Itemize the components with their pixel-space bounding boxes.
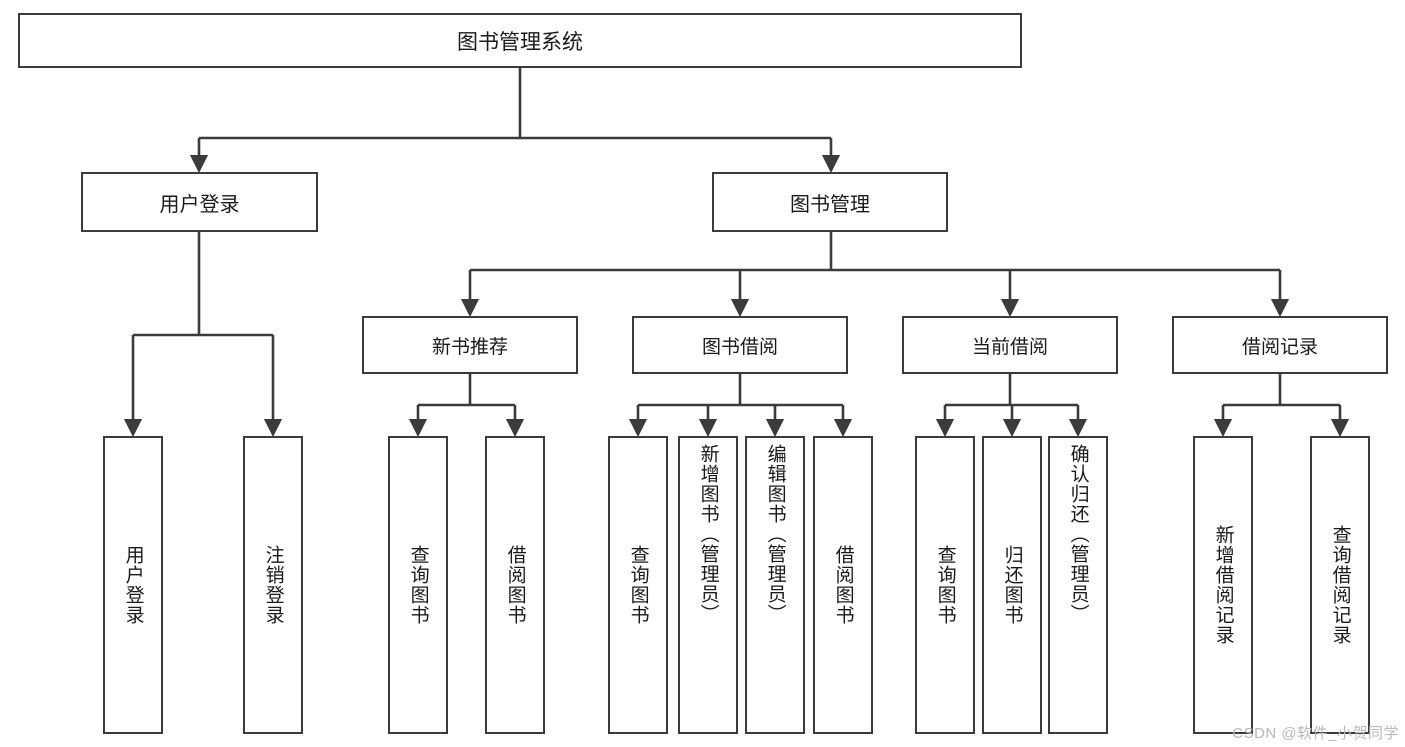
node-book-borrow[interactable]: 图书借阅 [632,316,848,374]
leaf-label: 确认归还（管理员） [1067,444,1089,624]
leaf-new-book-query-books[interactable]: 查询图书 [388,436,448,734]
node-user-login[interactable]: 用户登录 [81,172,318,232]
leaf-label: 查询图书 [934,545,956,625]
leaf-label: 查询借阅记录 [1329,525,1351,645]
leaf-user-login-signout[interactable]: 注销登录 [243,436,303,734]
node-book-management-label: 图书管理 [790,193,870,216]
leaf-current-confirm-return-admin[interactable]: 确认归还（管理员） [1048,436,1108,734]
node-new-book-recommend-label: 新书推荐 [431,336,508,358]
node-new-book-recommend[interactable]: 新书推荐 [362,316,578,374]
leaf-label: 借阅图书 [832,545,854,625]
node-user-login-label: 用户登录 [159,193,240,216]
csdn-watermark: CSDN @软件_小贺同学 [1232,725,1399,742]
leaf-borrow-edit-book-admin[interactable]: 编辑图书（管理员） [745,436,805,734]
node-borrow-record[interactable]: 借阅记录 [1172,316,1388,374]
leaf-label: 查询图书 [407,545,429,625]
leaf-label: 注销登录 [262,545,284,625]
leaf-label: 查询图书 [627,545,649,625]
node-book-borrow-label: 图书借阅 [701,336,778,358]
leaf-current-query-books[interactable]: 查询图书 [915,436,975,734]
leaf-label: 新增借阅记录 [1212,525,1234,645]
node-book-management[interactable]: 图书管理 [712,172,948,232]
leaf-label: 借阅图书 [504,545,526,625]
leaf-record-query-borrow-record[interactable]: 查询借阅记录 [1310,436,1370,734]
leaf-label: 用户登录 [122,545,144,625]
node-borrow-record-label: 借阅记录 [1241,336,1318,358]
leaf-borrow-add-book-admin[interactable]: 新增图书（管理员） [678,436,738,734]
leaf-label: 编辑图书（管理员） [764,444,786,624]
node-current-borrow[interactable]: 当前借阅 [902,316,1118,374]
leaf-new-book-borrow-books[interactable]: 借阅图书 [485,436,545,734]
leaf-record-add-borrow-record[interactable]: 新增借阅记录 [1193,436,1253,734]
leaf-current-return-books[interactable]: 归还图书 [982,436,1042,734]
node-root-book-management-system[interactable]: 图书管理系统 [18,13,1022,68]
node-root-label: 图书管理系统 [457,30,583,54]
leaf-borrow-query-books[interactable]: 查询图书 [608,436,668,734]
leaf-label: 新增图书（管理员） [697,444,719,624]
node-current-borrow-label: 当前借阅 [971,336,1048,358]
leaf-borrow-borrow-books[interactable]: 借阅图书 [813,436,873,734]
leaf-user-login-signin[interactable]: 用户登录 [103,436,163,734]
leaf-label: 归还图书 [1001,545,1023,625]
